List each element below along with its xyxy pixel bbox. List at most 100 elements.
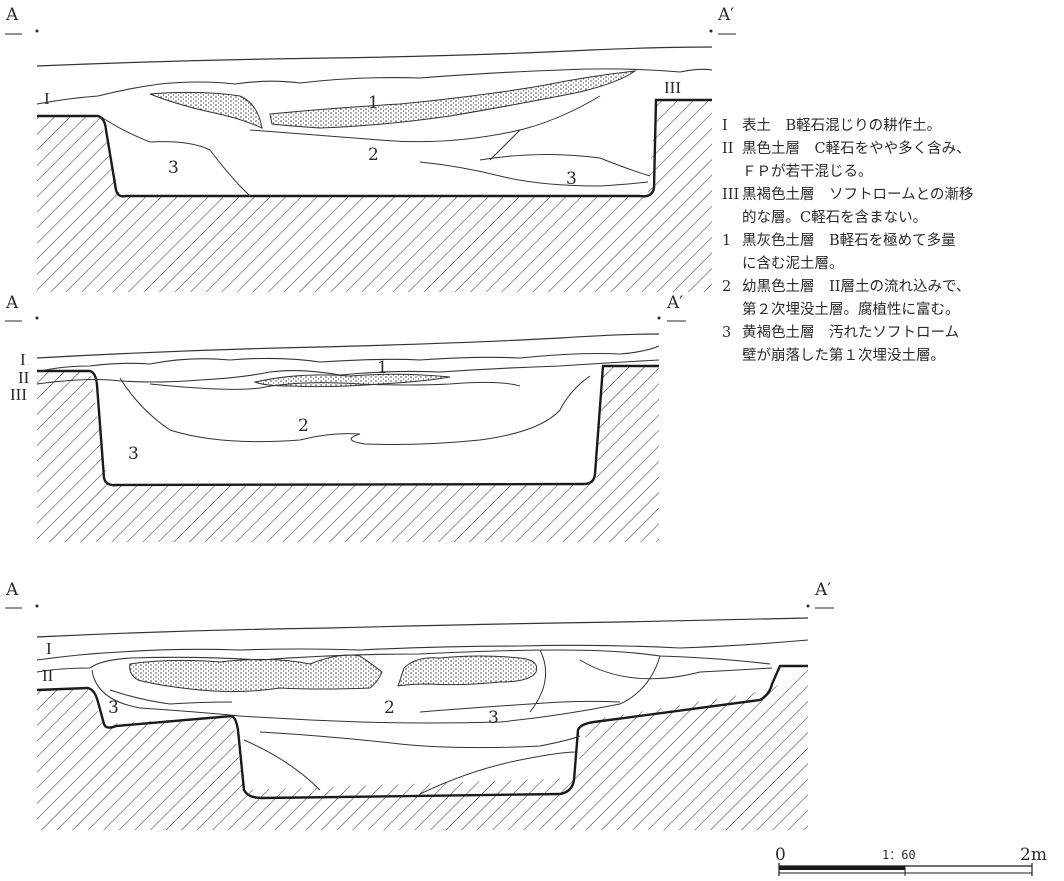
section-3-layer-II-line [36,649,771,673]
section-3-surface-line [36,617,809,638]
section-1-label-fill-3-right: 3 [566,169,577,189]
section-3-pumice-lens-right [397,655,538,687]
section-1: A A′ I III 1 2 3 3 [5,5,736,292]
section-2-left-label: A [5,293,19,313]
section-3-label-fill-3-left: 3 [108,698,119,718]
legend-row: に含む泥土層。 [722,253,1060,276]
section-2-pit-outline [37,364,659,487]
section-1-layer-line-e [489,129,521,161]
section-2-label-fill-1: 1 [377,358,388,378]
section-1-layer-I-line [36,68,713,105]
section-3-pit-outline [36,664,808,800]
legend-row: 1 黒灰色土層 B軽石を極めて多量 [722,230,1060,253]
scale-bar: 0 1：60 2m [775,845,1047,876]
legend-text: 的な層。C軽石を含まない。 [742,210,928,226]
legend-text: 第２次埋没土層。腐植性に富む。 [742,302,960,318]
section-3-layer-line-b [109,689,233,705]
section-1-layer-line-a [99,115,251,197]
section-3-label-roman-1: I [46,639,52,658]
section-3-label-roman-2: II [42,666,54,685]
section-1-label-roman-3: III [664,78,681,97]
legend-text: 黄褐色土層 汚れたソフトローム [742,325,960,341]
section-2-label-roman-1: I [20,350,26,369]
section-1-pumice-lens-right [269,70,637,129]
section-2-label-roman-3: III [10,385,27,404]
section-2-right-point [657,316,661,320]
legend-text: ＦＰが若干混じる。 [742,164,873,180]
section-3-right-label: A′ [814,580,831,600]
legend-row: ＦＰが若干混じる。 [722,161,1060,184]
legend-row: 壁が崩落した第１次埋没土層。 [722,345,1060,368]
section-2-surface-line [36,333,660,359]
section-1-label-fill-3-left: 3 [168,158,179,178]
legend-text: 表土 B軽石混じりの耕作土。 [742,118,942,134]
scale-bar-end: 2m [1020,845,1047,865]
section-3-lower-line-b [259,731,581,749]
section-3-ground [37,666,808,830]
legend-key [722,345,742,368]
legend-text: 黒色土層 C軽石をやや多く含み、 [742,141,971,157]
section-2-ground [37,366,659,542]
section-1-label-fill-1: 1 [368,93,379,113]
legend-key: 3 [722,325,732,341]
section-3-left-point [35,604,39,608]
section-3-layer-line-c [419,700,621,713]
legend-text: 幼黒色土層 II層土の流れ込みで、 [742,279,971,295]
section-1-left-point [35,29,39,33]
section-3-layer-line-d [529,649,547,713]
section-3-lower-line-a [243,739,321,791]
section-1-layer-line-b [249,95,601,143]
legend-text: に含む泥土層。 [742,256,844,272]
scale-bar-ratio: 1：60 [882,848,916,862]
section-1-left-label: A [5,5,19,25]
section-1-surface-line [36,46,713,67]
section-2-pumice-lens [253,373,451,388]
legend-key: 2 [722,279,732,295]
legend-row: 3 黄褐色土層 汚れたソフトローム [722,322,1060,345]
section-3-lower-line-c [419,751,577,795]
legend-row: 2 幼黒色土層 II層土の流れ込みで、 [722,276,1060,299]
section-1-pit-outline [37,98,712,198]
legend-key [722,253,742,276]
section-2-right-label: A′ [666,293,683,313]
section-3-left-label: A [5,580,19,600]
legend-key [722,299,742,322]
section-2-label-fill-3: 3 [128,444,139,464]
section-1-layer-line-c [479,153,651,177]
section-1-layer-line-d [419,161,649,187]
section-2-layer-II-line [36,359,660,385]
section-2-layer-line-a [119,375,591,445]
section-3-pumice-lens-left [129,654,383,693]
section-2-label-fill-2: 2 [298,416,309,436]
section-3-layer-line-a [91,655,661,724]
section-3: A A′ I II 2 3 3 [5,580,834,830]
legend-key: 1 [722,233,732,249]
legend-text: 黒灰色土層 B軽石を極めて多量 [742,233,956,249]
section-3-right-point [806,604,810,608]
section-2: A A′ I II III 1 2 3 [5,293,686,542]
scale-bar-start: 0 [775,845,786,865]
legend-key: III [722,187,740,203]
legend-key: I [722,118,728,134]
section-1-pumice-lens-left [149,91,263,129]
legend-row: I 表土 B軽石混じりの耕作土。 [722,115,1060,138]
section-2-label-roman-2: II [18,368,30,387]
section-1-label-fill-2: 2 [368,145,379,165]
section-3-label-fill-2: 2 [384,698,395,718]
section-1-label-roman-1: I [44,89,50,108]
section-2-left-point [35,316,39,320]
section-1-right-point [709,29,713,33]
legend-key [722,207,742,230]
legend-text: 黒褐色土層 ソフトロームとの漸移 [742,187,974,203]
section-3-label-fill-3-right: 3 [488,708,499,728]
legend-key [722,161,742,184]
legend-row: 第２次埋没土層。腐植性に富む。 [722,299,1060,322]
scale-bar-black-segment [779,866,905,870]
legend-text: 壁が崩落した第１次埋没土層。 [742,348,945,364]
section-3-layer-I-line [36,639,809,661]
section-2-layer-I-line [36,345,660,373]
